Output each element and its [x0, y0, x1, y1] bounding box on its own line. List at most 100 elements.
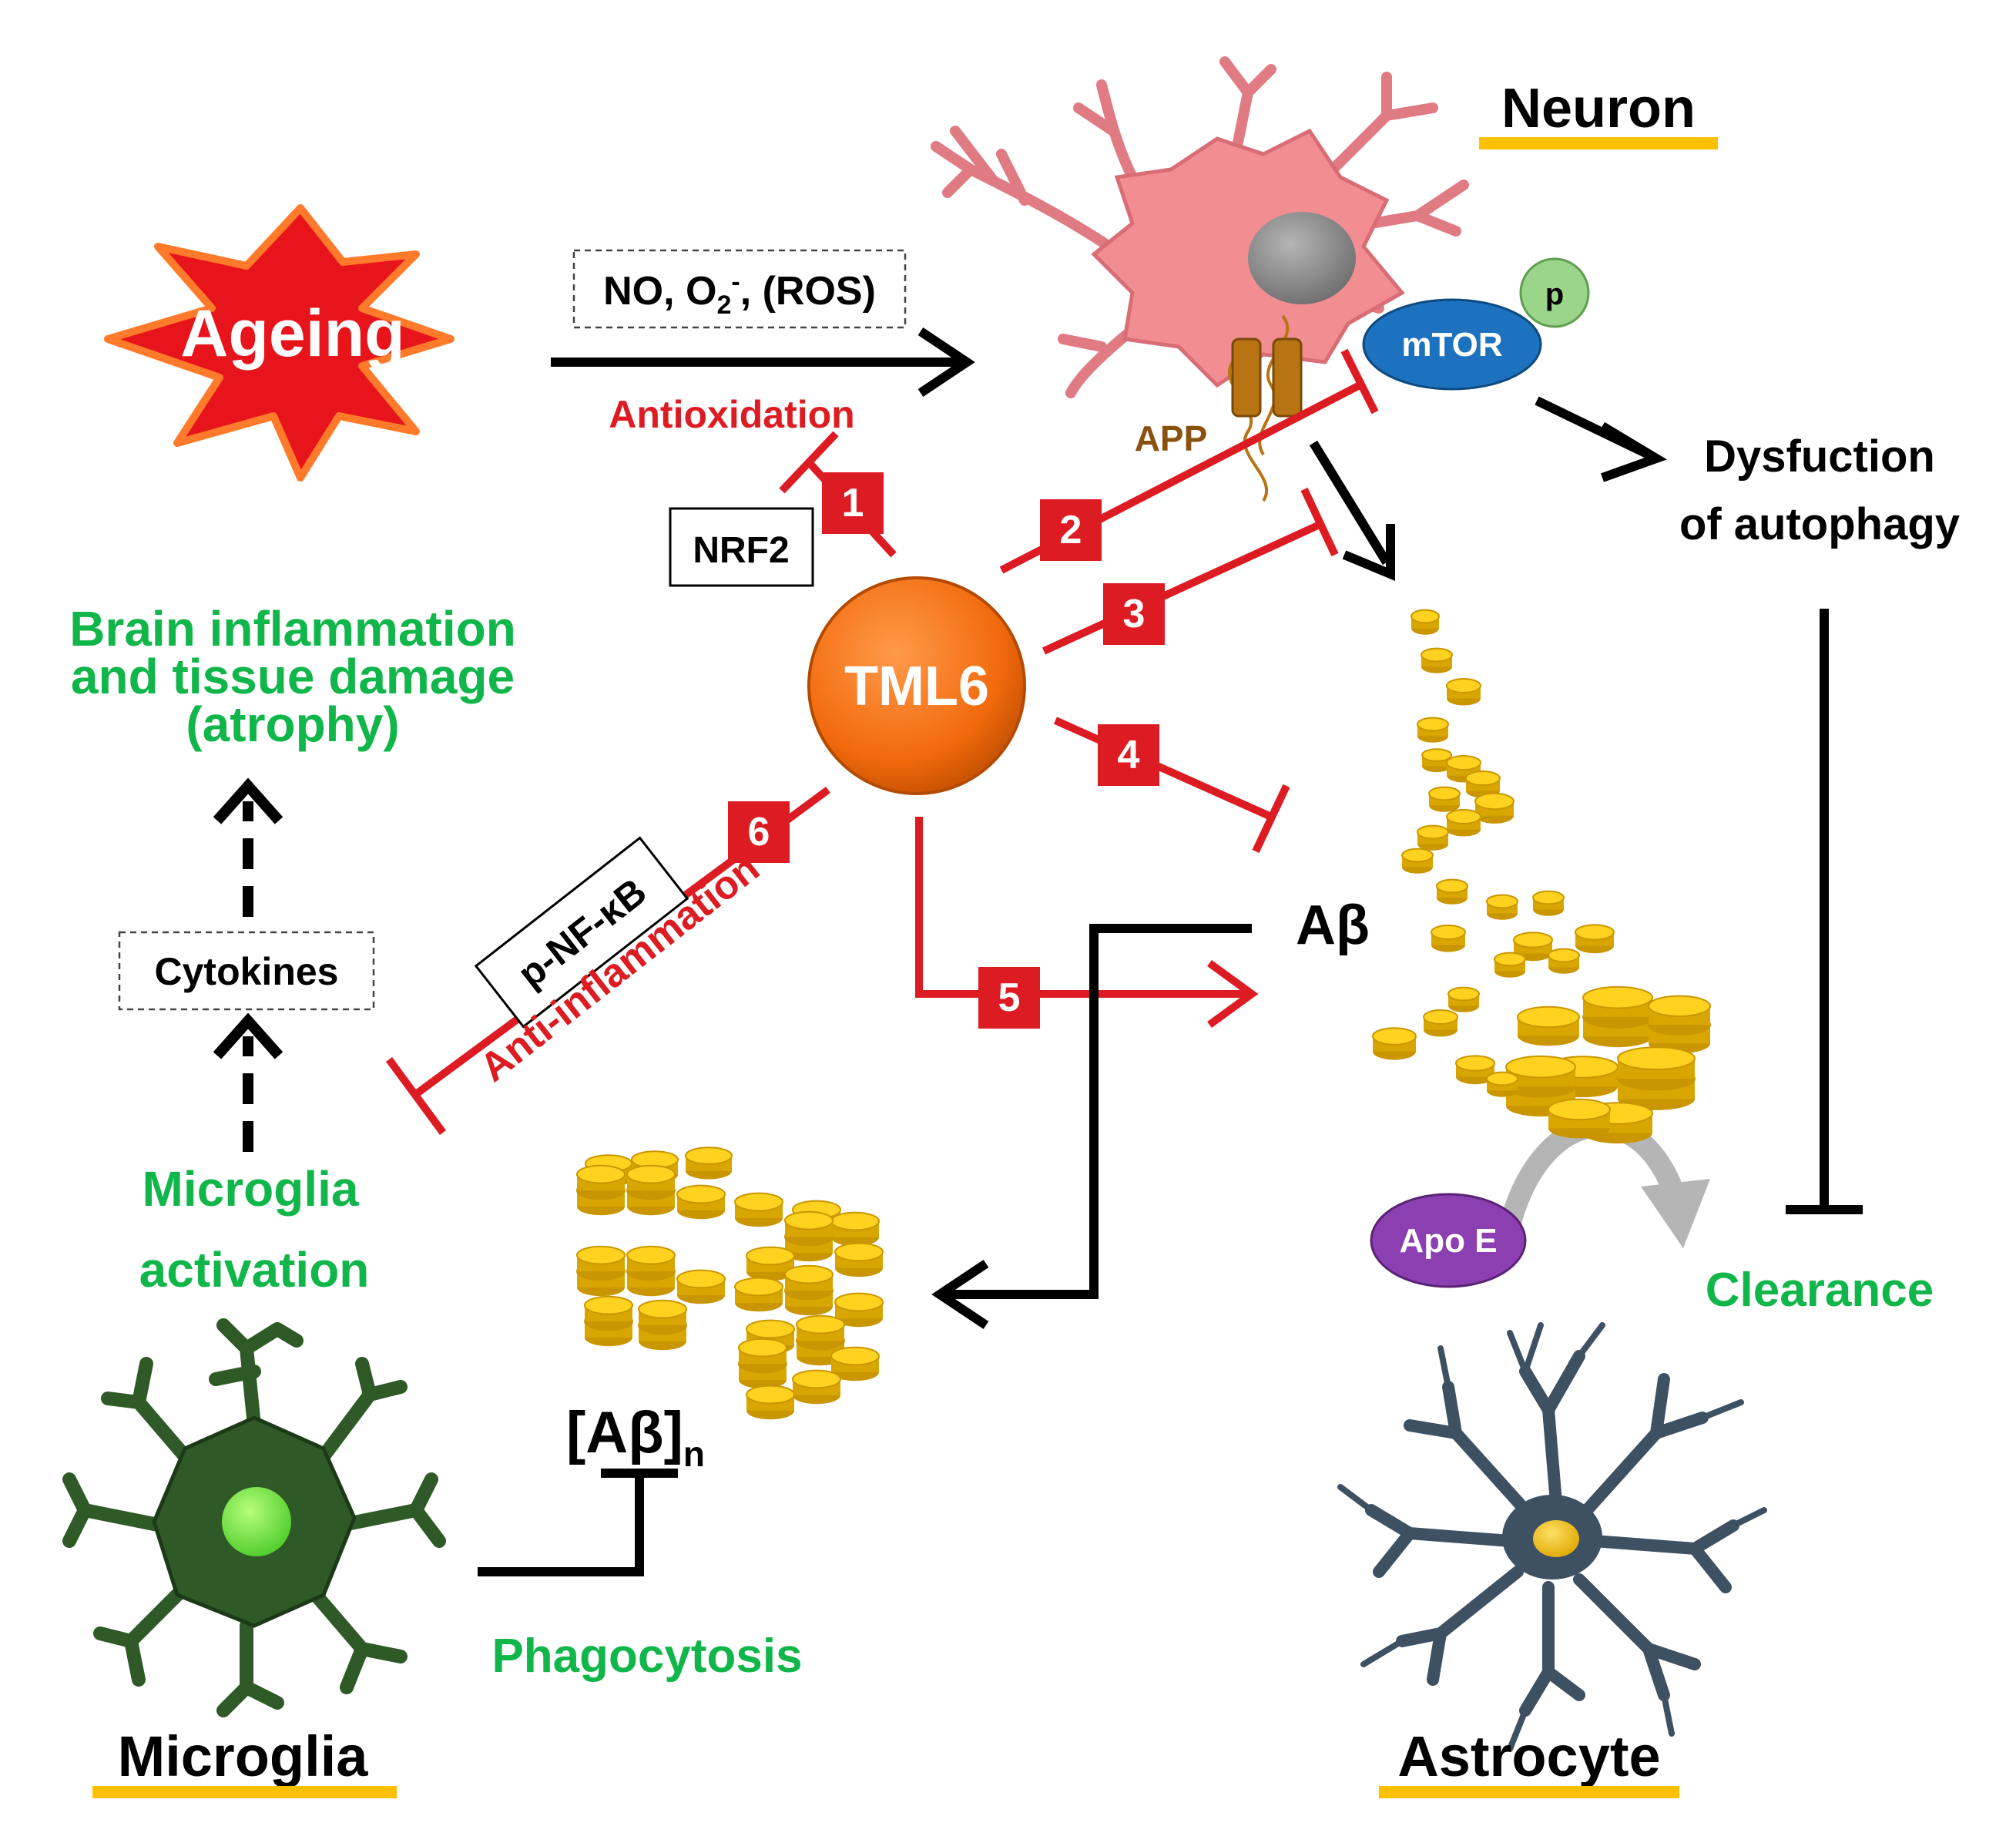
coin-top	[584, 1295, 633, 1315]
abeta-to-oligomer-arrow-head	[931, 1260, 989, 1329]
coin-top	[830, 1346, 880, 1366]
neuron-cell	[931, 56, 1469, 398]
coin-top	[1474, 792, 1515, 811]
coin-top	[830, 1211, 880, 1231]
coin-top	[1421, 748, 1452, 762]
cytokines-to-brain-head	[213, 777, 283, 824]
app-label: APP	[1135, 418, 1208, 458]
coin-top	[676, 1269, 726, 1289]
coin-top	[626, 1164, 676, 1184]
p-label: p	[1545, 277, 1564, 311]
astrocyte-title: Astrocyte	[1397, 1724, 1660, 1788]
activate-5-arrow-head	[1207, 959, 1259, 1029]
app-cylinder-1	[1231, 337, 1262, 418]
coin-top	[676, 1184, 726, 1204]
abeta-coin-pile-right	[1372, 609, 1711, 1144]
coin-top	[746, 1385, 795, 1405]
coin-top	[1446, 678, 1481, 693]
coin-top	[792, 1369, 841, 1389]
astrocyte-cell	[1337, 1322, 1767, 1752]
badge-3: 3	[1103, 583, 1165, 645]
badge-6-label: 6	[748, 810, 770, 854]
coin-top	[1486, 1071, 1518, 1086]
microglia-nucleus	[222, 1487, 291, 1556]
coin-top	[1548, 1098, 1611, 1121]
abeta-to-oligomer-line	[948, 924, 1252, 1299]
inhibit-2-bar	[1340, 348, 1379, 415]
coin-top	[1517, 1005, 1580, 1029]
p-nfkb-rect	[474, 836, 689, 1029]
coin-top	[1582, 985, 1653, 1009]
coin-top	[738, 1338, 787, 1358]
neuron-nucleus	[1248, 212, 1356, 304]
coin-top	[1401, 848, 1434, 863]
coin-top	[1532, 890, 1565, 905]
coin-top	[1548, 948, 1580, 963]
coin-top	[746, 1319, 795, 1339]
microglia-title: Microglia	[118, 1724, 369, 1788]
inhibit-3-line	[1042, 520, 1323, 655]
ros-arrow-head	[917, 327, 975, 397]
coin-top	[1421, 647, 1453, 663]
coin-top	[1436, 878, 1468, 894]
coin-top	[1513, 932, 1553, 948]
phagocytosis-label: Phagocytosis	[491, 1630, 802, 1683]
dysfunction-label-line1: Dysfuction	[1704, 431, 1935, 482]
coin-top	[1465, 770, 1501, 786]
coin-top	[1423, 1009, 1458, 1025]
badge-2-label: 2	[1060, 508, 1082, 552]
coin-top	[1648, 995, 1711, 1018]
coin-top	[1617, 1046, 1696, 1070]
ageing-burst: Ageing	[104, 204, 455, 482]
badge-5: 5	[978, 967, 1040, 1029]
mtor-group: p mTOR	[1362, 257, 1590, 391]
coin-top	[734, 1277, 783, 1297]
badge-6: 6	[728, 801, 790, 863]
microglia-activation-line2: activation	[139, 1242, 370, 1297]
brain-inflammation-line1: Brain inflammation	[69, 601, 516, 656]
p-circle	[1519, 257, 1590, 328]
coin-top	[834, 1242, 884, 1262]
coin-top	[1486, 894, 1518, 909]
app-protein: APP	[1135, 314, 1303, 502]
coin-top	[626, 1245, 676, 1265]
coin-top	[1372, 1027, 1417, 1046]
coin-top	[1428, 786, 1461, 801]
coin-top	[1446, 809, 1481, 824]
apoe-curved-arrow	[1499, 1116, 1682, 1228]
microglia-activation-line1: Microglia	[143, 1161, 359, 1217]
cytokines-label: Cytokines	[155, 950, 339, 993]
ros-label: NO, O2-, (ROS)	[603, 267, 876, 320]
inhibit-6-bar	[385, 1057, 447, 1135]
neuron-title-highlight	[1479, 137, 1718, 149]
activation-to-cytokines-head	[213, 1012, 283, 1059]
badge-5-label: 5	[998, 975, 1021, 1020]
coin-top	[1431, 925, 1466, 940]
ageing-label: Ageing	[180, 297, 404, 371]
coin-top	[1455, 1055, 1495, 1072]
brain-inflammation-line2: and tissue damage	[71, 649, 515, 704]
coin-top	[1446, 755, 1481, 770]
nrf2-label: NRF2	[693, 530, 789, 571]
coin-top	[784, 1264, 834, 1284]
ros-group: NO, O2-, (ROS) Antioxidation	[551, 249, 975, 436]
coin-top	[1447, 986, 1480, 1002]
badges: 1 2 3 4 5 6	[728, 472, 1165, 1029]
microglia-title-highlight	[92, 1786, 397, 1798]
abeta-label: Aβ	[1296, 895, 1370, 956]
coin-top	[1411, 609, 1440, 624]
mtor-dysfunction-arrow-head	[1599, 421, 1667, 482]
microglia-cell	[62, 1318, 446, 1717]
brain-inflammation-line3: (atrophy)	[186, 697, 399, 752]
coin-top	[576, 1245, 626, 1265]
badge-4-label: 4	[1118, 733, 1140, 777]
coin-top	[734, 1192, 783, 1212]
nrf2-box	[669, 507, 814, 587]
app-abeta-arrow	[1309, 440, 1391, 566]
badge-2: 2	[1040, 499, 1102, 561]
inhibit-4-line	[1053, 717, 1273, 821]
badge-3-label: 3	[1123, 592, 1146, 636]
inhibit-4-bar	[1252, 784, 1290, 854]
coin-top	[784, 1210, 834, 1230]
